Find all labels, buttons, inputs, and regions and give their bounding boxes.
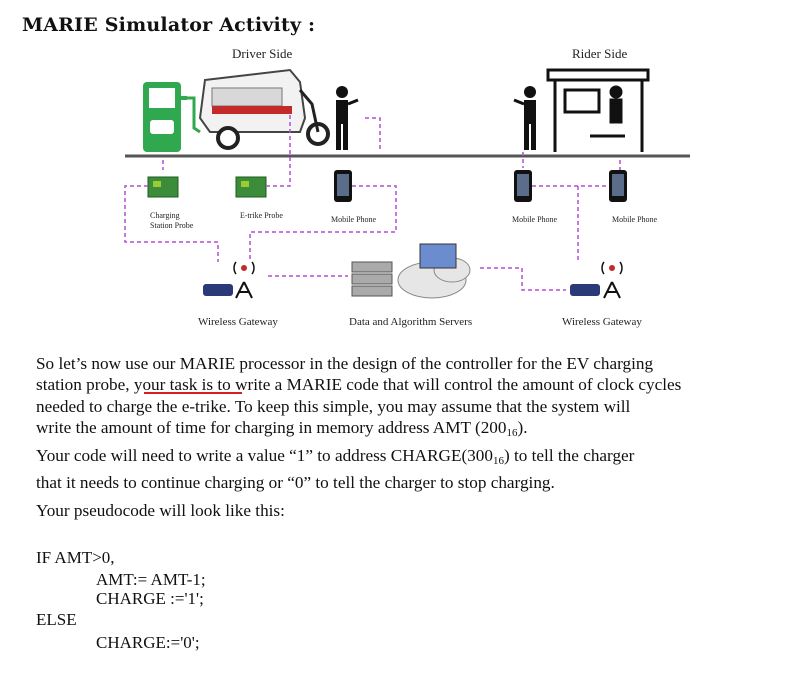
driver-side-label: Driver Side — [232, 46, 293, 61]
connection-lines — [124, 112, 621, 291]
code-else: ELSE — [36, 610, 77, 629]
task-description: So let’s now use our MARIE processor in … — [36, 353, 681, 493]
servers-icon — [351, 261, 393, 297]
mobile-phone-shelter-label: Mobile Phone — [612, 215, 658, 224]
page-title: MARIE Simulator Activity : — [22, 14, 316, 36]
charging-probe-icon — [147, 176, 179, 198]
code-amt: AMT:= AMT-1; — [96, 570, 206, 589]
mobile-phone-rider-icon — [514, 170, 532, 202]
wireless-gateway-right-icon — [570, 261, 623, 299]
pseudo-intro: Your pseudocode will look like this: — [36, 501, 285, 520]
etrike-icon — [198, 68, 330, 150]
text-line-6: that it needs to continue charging or “0… — [36, 473, 555, 493]
code-charge-1: CHARGE :='1'; — [96, 589, 204, 608]
charging-probe-label-2: Station Probe — [150, 221, 194, 230]
mobile-phone-rider-label: Mobile Phone — [512, 215, 558, 224]
text-line-2: station probe, your task is to write a M… — [36, 375, 682, 395]
code-charge-0: CHARGE:='0'; — [96, 633, 200, 652]
etrike-probe-label: E-trike Probe — [240, 211, 283, 220]
bus-stop-shelter-icon — [546, 68, 650, 152]
mobile-phone-driver-icon — [334, 170, 352, 202]
text-line-5: Your code will need to write a value “1”… — [36, 445, 635, 467]
wireless-gateway-right-label: Wireless Gateway — [562, 316, 642, 328]
code-if: IF AMT>0, — [36, 548, 115, 567]
cloud-icon — [397, 243, 471, 299]
text-line-4: write the amount of time for charging in… — [36, 418, 528, 440]
driver-person-icon — [336, 86, 359, 150]
wireless-gateway-left-label: Wireless Gateway — [198, 316, 278, 328]
wireless-gateway-left-icon — [203, 261, 255, 299]
servers-label: Data and Algorithm Servers — [349, 316, 472, 328]
rider-side-label: Rider Side — [572, 46, 627, 61]
text-line-3: needed to charge the e-trike. To keep th… — [36, 396, 631, 416]
charging-station-icon — [143, 82, 201, 152]
red-underline — [144, 392, 242, 394]
text-line-1: So let’s now use our MARIE processor in … — [36, 354, 654, 373]
rider-person-icon — [513, 86, 536, 150]
task-highlight: , your task is — [125, 375, 214, 395]
charging-probe-label-1: Charging — [150, 211, 180, 220]
etrike-probe-icon — [235, 176, 267, 198]
ev-system-diagram: Driver Side Rider Side — [124, 46, 690, 328]
mobile-phone-shelter-icon — [609, 170, 627, 202]
mobile-phone-driver-label: Mobile Phone — [331, 215, 377, 224]
